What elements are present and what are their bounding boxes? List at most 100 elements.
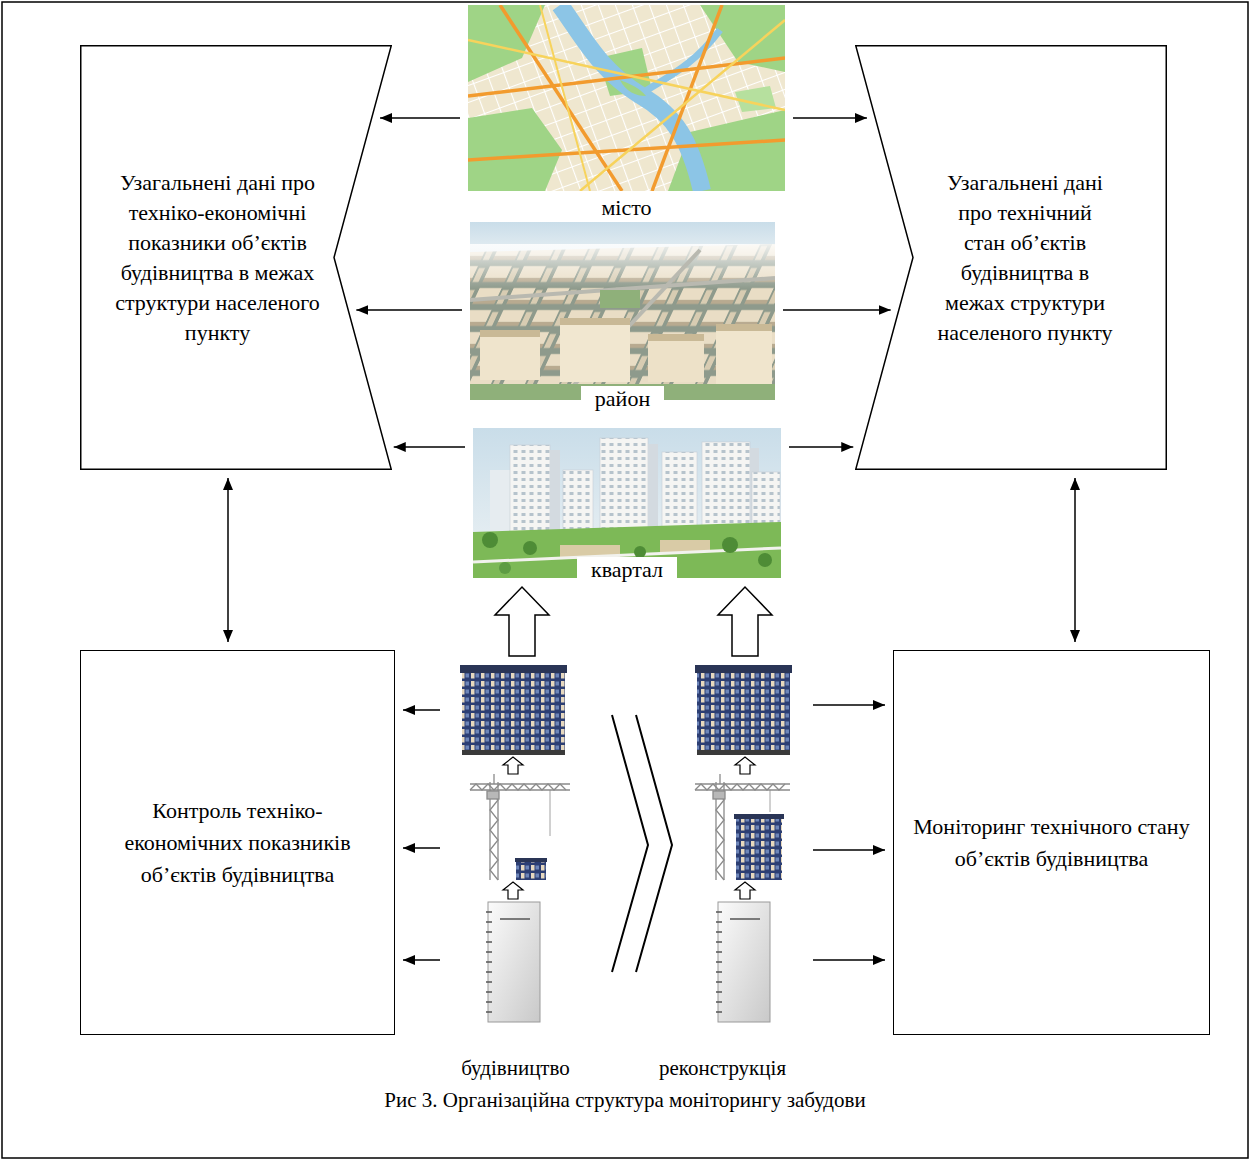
- building-icon: [695, 665, 792, 673]
- column-label: будівництво: [457, 1055, 574, 1081]
- building-site-icon: [734, 814, 784, 819]
- separator-mark: [636, 715, 672, 972]
- building-site-icon: [515, 814, 784, 880]
- panel-outline: [855, 45, 1167, 470]
- city-map: [468, 40, 785, 110]
- stage-column: будівництво: [448, 660, 583, 1085]
- district-picture: район: [470, 222, 775, 412]
- city-map: [540, 5, 590, 191]
- block-photo: [550, 450, 560, 537]
- block-photo: [722, 537, 738, 553]
- panel-text: Узагальнені дані про технічний стан об’є…: [937, 168, 1113, 348]
- city-map: [580, 20, 785, 191]
- crane-icon: [490, 790, 498, 880]
- building-site-icon: [515, 858, 547, 862]
- separator-mark: [612, 715, 672, 972]
- block-photo: [510, 445, 550, 537]
- crane-icon: [470, 784, 566, 790]
- district-photo: [648, 334, 704, 382]
- crane-icon: [770, 790, 771, 812]
- step-arrow-icon: [735, 882, 755, 899]
- picture-label: місто: [587, 195, 665, 221]
- district-photo: [716, 324, 772, 331]
- city-map: [652, 5, 722, 191]
- picture-label: район: [581, 386, 664, 412]
- block-arrow: [718, 587, 772, 656]
- city-map: [620, 80, 646, 96]
- project-book-icon: [500, 918, 530, 920]
- district-photo: [560, 318, 630, 325]
- building-site-icon: [516, 862, 546, 880]
- box-text: Моніторинг технічного стану об’єктів буд…: [912, 811, 1191, 875]
- block-photo: [600, 438, 648, 538]
- flow-arrow: [813, 959, 885, 961]
- district-photo: [480, 330, 540, 337]
- block-photo: [523, 541, 537, 555]
- block-photo: [563, 470, 593, 538]
- city-map: [500, 5, 622, 191]
- city-picture: місто: [468, 5, 785, 221]
- separator-mark: [612, 715, 648, 972]
- flow-arrow: [394, 446, 465, 448]
- caption-row: Рис 3. Організаційна структура моніторин…: [0, 1086, 1250, 1114]
- district-photo: [480, 330, 540, 380]
- district-photo: [560, 318, 630, 382]
- crane-icon: [713, 791, 725, 799]
- project-book-icon: [486, 912, 492, 1012]
- building-icon: [697, 673, 790, 751]
- crane-icon: [716, 790, 724, 880]
- building-icon: [462, 750, 565, 755]
- flow-arrow: [789, 446, 853, 448]
- picture-label: квартал: [577, 557, 677, 583]
- flow-arrow: [783, 309, 891, 311]
- flow-arrow: [793, 117, 867, 119]
- block-arrow: [495, 587, 549, 656]
- project-book-icon: [730, 918, 760, 920]
- crane-icon: [487, 791, 499, 799]
- panel-outline: [80, 45, 392, 470]
- block-photo: [473, 428, 781, 578]
- project-book-icon: [488, 902, 540, 1022]
- project-book-icon: [486, 902, 770, 1022]
- monitoring-box: Моніторинг технічного стану об’єктів буд…: [893, 650, 1210, 1035]
- district-photo: [600, 290, 640, 308]
- block-photo: [758, 553, 772, 567]
- crane-icon: [550, 790, 551, 836]
- district-photo: [716, 324, 772, 384]
- step-arrow-icon: [735, 757, 755, 774]
- building-icon: [462, 673, 565, 751]
- step-arrow-icon: [503, 882, 523, 899]
- building-site-icon: [736, 819, 782, 880]
- district-photo: [648, 334, 704, 341]
- building-icon: [460, 665, 792, 755]
- building-icon: [697, 750, 790, 755]
- block-photo: [473, 428, 781, 578]
- crane-icon: [470, 784, 570, 790]
- block-picture: квартал: [473, 428, 781, 583]
- flow-arrow: [813, 849, 885, 851]
- city-map: [468, 140, 785, 160]
- block-photo: [482, 532, 498, 548]
- crane-icon: [470, 774, 790, 880]
- city-map: [468, 5, 785, 191]
- panel-outline: [856, 46, 1167, 470]
- city-map: [468, 58, 785, 96]
- city-map: [468, 5, 785, 191]
- building-icon: [460, 665, 567, 673]
- flow-arrow: [403, 847, 440, 849]
- block-photo: [648, 444, 658, 538]
- crane-icon: [719, 774, 720, 784]
- link-arrow: [227, 478, 229, 642]
- flow-arrow: [813, 704, 885, 706]
- block-photo: [499, 562, 511, 574]
- summary-panel: Узагальнені дані про техніко-економічні …: [80, 45, 392, 470]
- column-label: реконструкція: [655, 1055, 790, 1081]
- project-book-icon: [718, 902, 770, 1022]
- project-book-icon: [716, 912, 722, 1012]
- flow-arrow: [403, 959, 440, 961]
- step-arrow-icon: [503, 757, 523, 774]
- city-map: [735, 86, 776, 112]
- panel-outline: [81, 46, 392, 470]
- district-photo: [470, 222, 775, 400]
